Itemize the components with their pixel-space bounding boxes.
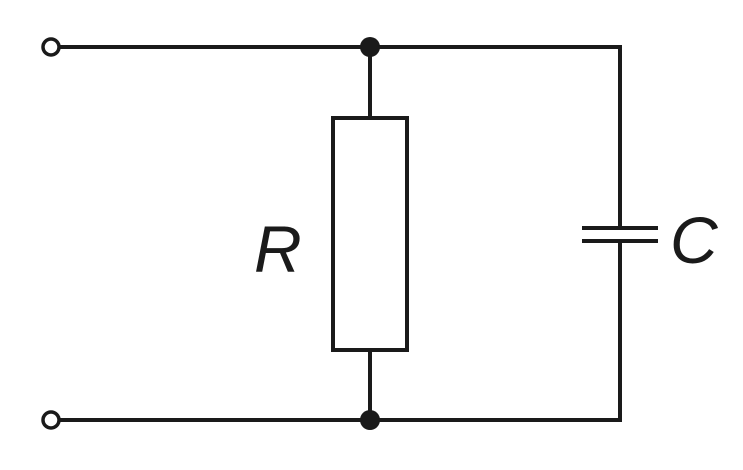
top-junction: [360, 37, 380, 57]
input-terminal-top: [41, 37, 61, 57]
capacitor-label: C: [670, 203, 719, 277]
bottom-junction: [360, 410, 380, 430]
input-terminal-bottom: [41, 410, 61, 430]
resistor-symbol: [331, 116, 409, 352]
resistor-label: R: [254, 212, 302, 286]
